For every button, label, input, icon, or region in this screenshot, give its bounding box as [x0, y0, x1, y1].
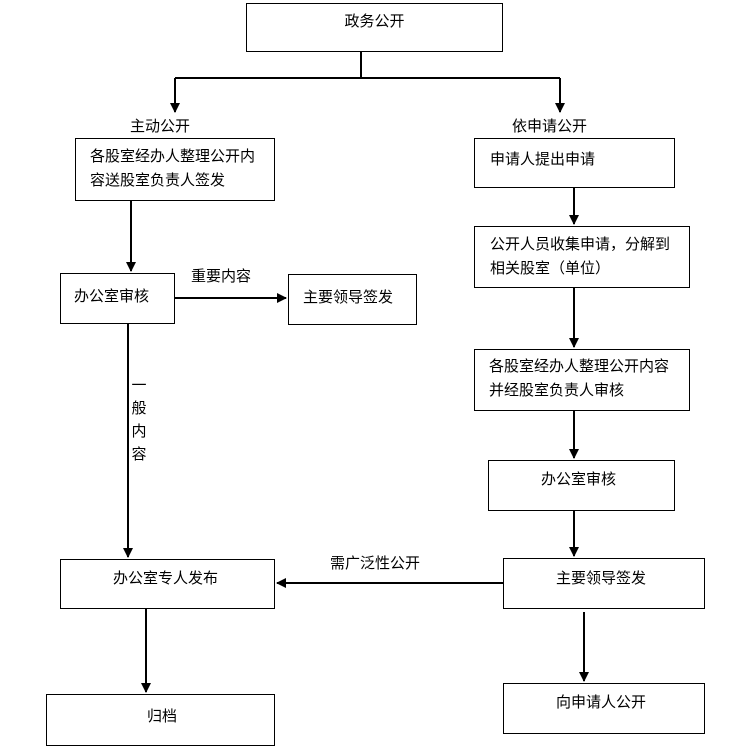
node-leader-sign-left: 主要领导签发 — [288, 274, 417, 325]
node-collect-split: 公开人员收集申请，分解到相关股室（单位） — [474, 226, 690, 288]
node-disclose-to-applicant: 向申请人公开 — [503, 683, 705, 734]
node-office-review-left-text: 办公室审核 — [74, 287, 150, 305]
label-branch-apply: 依申请公开 — [512, 117, 588, 135]
node-organize-review-text: 各股室经办人整理公开内容并经股室负责人审核 — [489, 357, 670, 399]
node-apply-submit-text: 申请人提出申请 — [490, 150, 596, 168]
label-widely-public: 需广泛性公开 — [330, 554, 421, 572]
node-publish: 办公室专人发布 — [60, 559, 275, 609]
label-branch-active: 主动公开 — [130, 117, 191, 135]
node-apply-submit: 申请人提出申请 — [474, 138, 675, 188]
node-office-review-left: 办公室审核 — [60, 273, 175, 324]
node-active-step1-text: 各股室经办人整理公开内容送股室负责人签发 — [90, 147, 256, 189]
node-organize-review: 各股室经办人整理公开内容并经股室负责人审核 — [474, 349, 690, 411]
label-important-content: 重要内容 — [191, 267, 252, 285]
node-root: 政务公开 — [246, 3, 503, 52]
node-leader-sign-right: 主要领导签发 — [503, 558, 705, 609]
node-office-review-right-text: 办公室审核 — [541, 470, 617, 488]
node-root-text: 政务公开 — [344, 12, 405, 30]
node-leader-sign-right-text: 主要领导签发 — [556, 569, 647, 587]
label-general-content: 一般内容 — [131, 376, 147, 463]
node-office-review-right: 办公室审核 — [488, 460, 675, 511]
node-collect-split-text: 公开人员收集申请，分解到相关股室（单位） — [490, 235, 671, 277]
node-archive: 归档 — [46, 694, 275, 746]
node-publish-text: 办公室专人发布 — [113, 569, 219, 587]
node-disclose-to-applicant-text: 向申请人公开 — [556, 693, 647, 711]
node-leader-sign-left-text: 主要领导签发 — [303, 288, 394, 306]
node-active-step1: 各股室经办人整理公开内容送股室负责人签发 — [75, 138, 275, 201]
node-archive-text: 归档 — [147, 707, 178, 725]
